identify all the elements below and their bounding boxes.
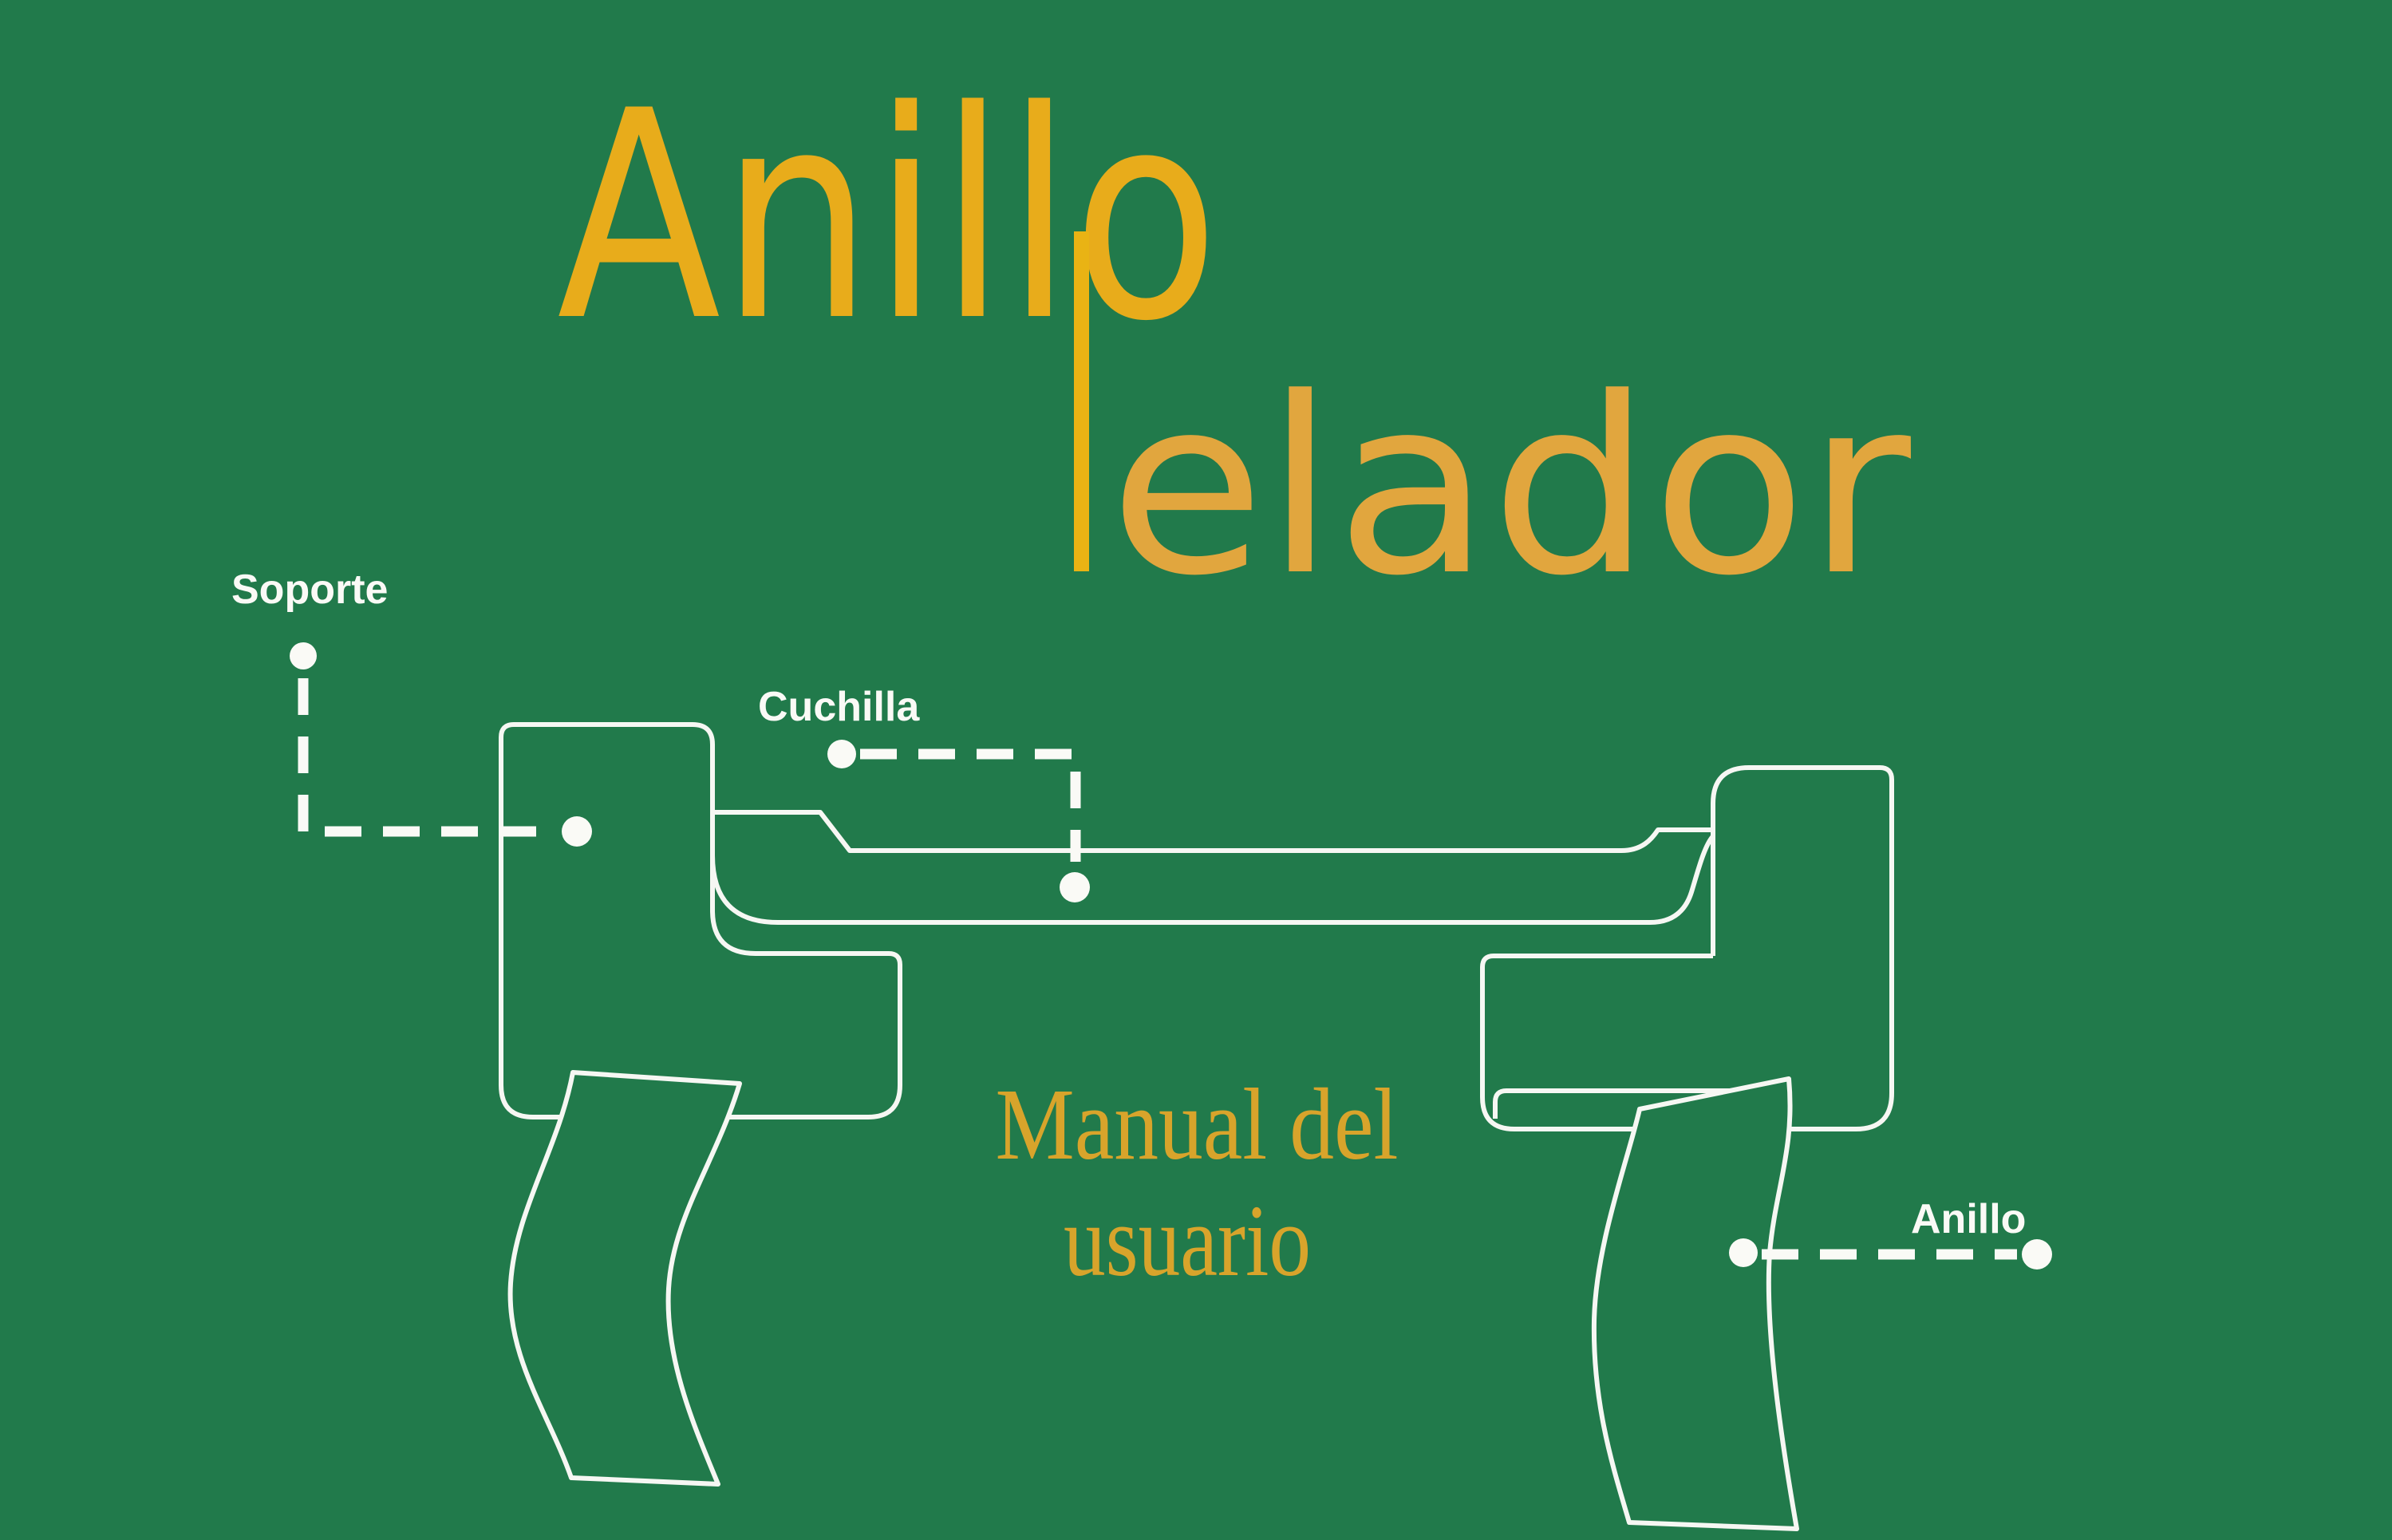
peeler-right-handle-outline: [1664, 765, 1894, 1131]
title-line2: elador: [1109, 346, 1913, 629]
peeler-left-handle-outline: [499, 722, 902, 1119]
title-ligature-stem: [1074, 231, 1089, 571]
right-deck-inner-line: [1493, 1088, 1781, 1119]
right-deck-upper-outline: [1480, 954, 1713, 1131]
blade-bar-top-edge: [712, 810, 1713, 853]
subtitle-line2: usuario: [1064, 1184, 1311, 1297]
left-peel-ribbon: [507, 1070, 742, 1487]
blade-target-dot-icon: [1060, 872, 1090, 902]
ring-label: Anillo: [1911, 1196, 2026, 1242]
blade-leader-line: [860, 748, 1081, 862]
blade-label: Cuchilla: [758, 684, 920, 730]
support-label: Soporte: [231, 567, 388, 613]
peeler-device-drawing: [499, 722, 1894, 1531]
right-peel-ribbon: [1591, 1076, 1799, 1531]
callout-ring: Anillo: [1729, 1196, 2052, 1270]
callouts: Soporte Cuchilla Anillo: [231, 567, 2052, 1270]
blade-label-dot-icon: [827, 740, 856, 768]
callout-blade: Cuchilla: [758, 684, 1090, 902]
subtitle-line1: Manual del: [996, 1068, 1399, 1181]
support-target-dot-icon: [562, 816, 592, 847]
cover-title: Anillo elador: [557, 49, 1913, 629]
cover-subtitle: Manual del usuario: [996, 1068, 1399, 1297]
callout-support: Soporte: [231, 567, 592, 847]
support-leader-line: [298, 678, 552, 837]
blade-bar-bottom-edge: [710, 834, 1715, 925]
support-label-dot-icon: [290, 642, 317, 669]
ring-label-dot-icon: [2022, 1239, 2052, 1270]
title-line1: Anillo: [557, 49, 1219, 384]
ring-target-dot-icon: [1729, 1238, 1758, 1267]
